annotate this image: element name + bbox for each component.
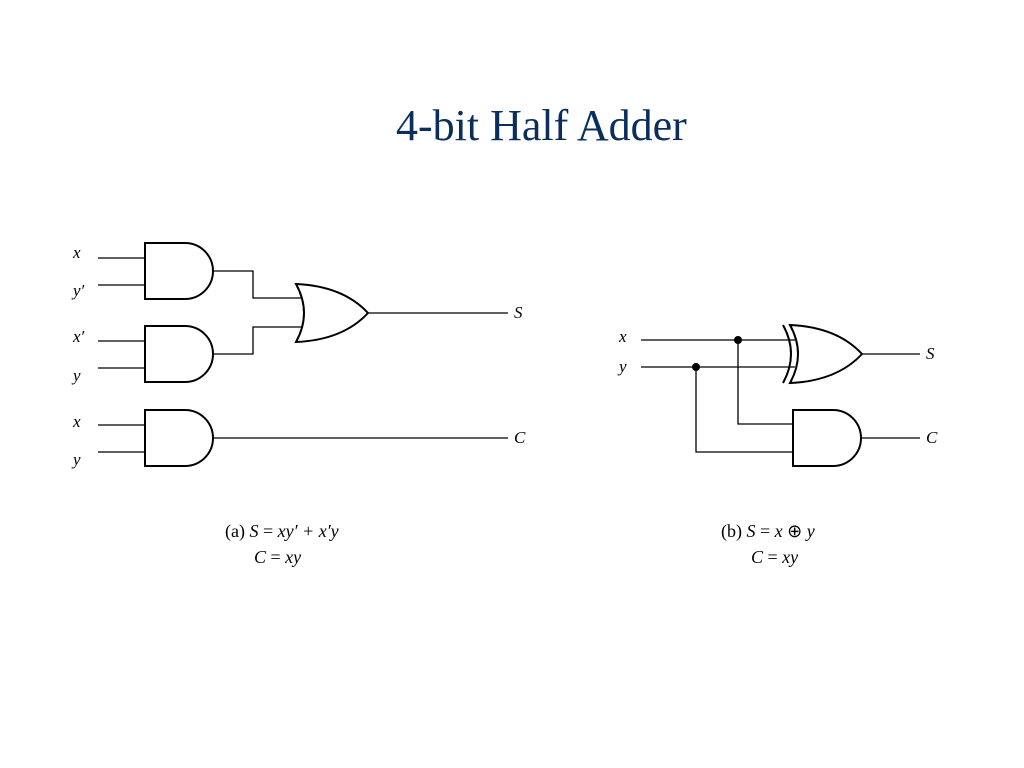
caption-b-sum: (b) S = x ⊕ y: [721, 521, 815, 542]
label-b-carry: C: [926, 428, 938, 447]
circuit-b: x y S C (b) S = x ⊕ y C = xy: [617, 323, 938, 567]
caption-b-sum-x: x: [774, 521, 783, 541]
label-a-y2: y: [71, 450, 81, 469]
label-b-y: y: [617, 357, 627, 376]
slide-title: 4-bit Half Adder: [396, 101, 687, 150]
caption-b-equals-1: =: [760, 521, 770, 541]
wire-and1-to-or: [213, 270, 302, 299]
caption-b-sum-y: y: [805, 521, 815, 541]
label-a-y1: y: [71, 366, 81, 385]
caption-a-sum: (a) S = xy′ + x′y: [225, 521, 339, 542]
label-a-xnot: x′: [72, 327, 85, 346]
label-a-carry: C: [514, 428, 526, 447]
wire-b-y-to-and: [695, 367, 793, 453]
and-gate-b: [792, 409, 862, 467]
circuit-a: x y′ x′ y x y S C (a) S = xy′ + x′y C = …: [71, 242, 526, 567]
caption-a-sum-lhs: S: [249, 521, 258, 541]
and-gate-2: [144, 325, 214, 383]
caption-b-carry-lhs: C: [751, 547, 764, 567]
label-a-x2: x: [72, 412, 81, 431]
caption-a-equals-2: =: [271, 547, 281, 567]
label-a-x1: x: [72, 243, 81, 262]
caption-a-carry-rhs: xy: [284, 547, 301, 567]
caption-b-carry: C = xy: [751, 547, 798, 567]
xor-gate: [788, 323, 864, 385]
or-gate: [294, 282, 370, 344]
caption-b-carry-rhs: xy: [781, 547, 798, 567]
caption-b-tag: (b): [721, 521, 742, 542]
label-a-ynot: y′: [71, 281, 85, 300]
caption-a-equals-1: =: [263, 521, 273, 541]
caption-b-sum-lhs: S: [747, 521, 756, 541]
caption-a-carry-lhs: C: [254, 547, 267, 567]
and-gate-1: [144, 242, 214, 300]
label-b-x: x: [618, 327, 627, 346]
label-b-sum: S: [926, 344, 935, 363]
caption-a-tag: (a): [225, 521, 245, 542]
and-gate-3: [144, 409, 214, 467]
wire-b-x-to-and: [737, 340, 793, 425]
xor-symbol: ⊕: [787, 521, 802, 541]
caption-a-sum-rhs: xy′ + x′y: [277, 521, 339, 541]
xor-gate-back-curve: [782, 324, 792, 384]
label-a-sum: S: [514, 303, 523, 322]
caption-a-carry: C = xy: [254, 547, 301, 567]
caption-b-equals-2: =: [768, 547, 778, 567]
wire-and2-to-or: [213, 326, 302, 355]
